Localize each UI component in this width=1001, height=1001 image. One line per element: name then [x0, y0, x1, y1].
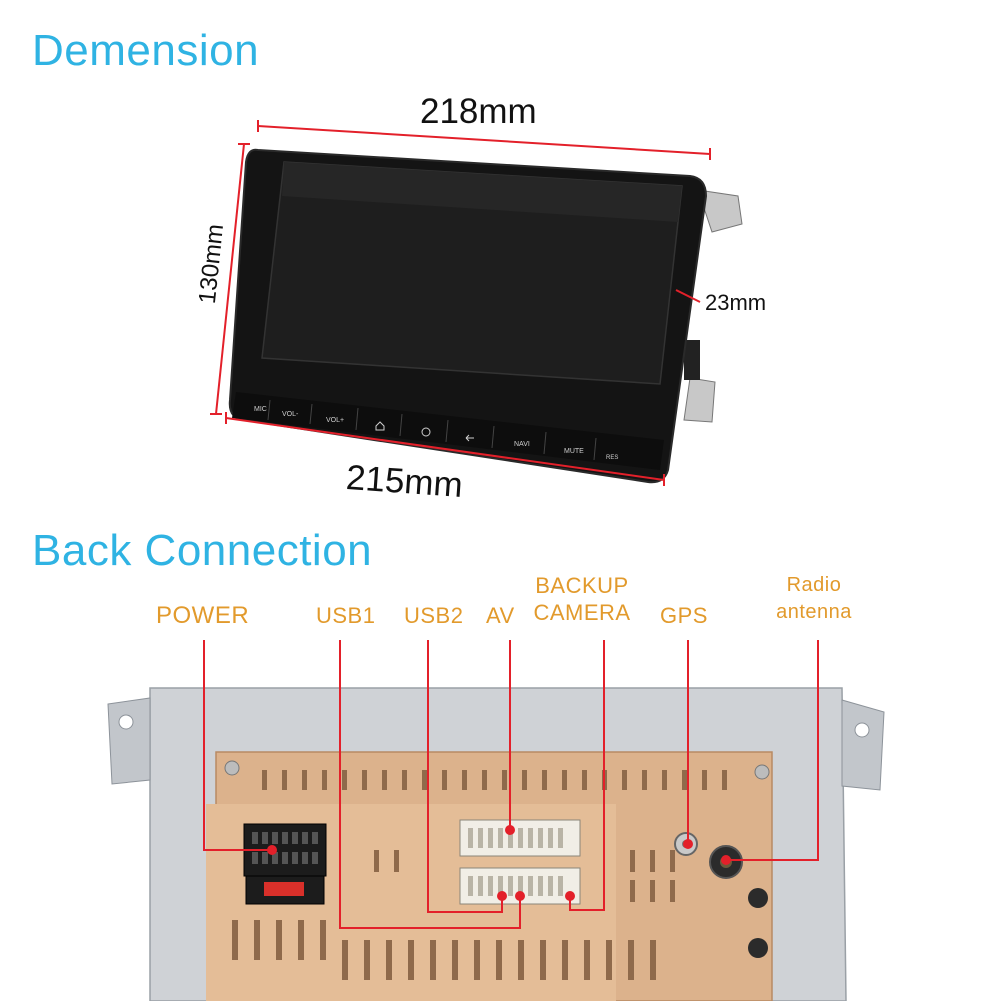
radio-label-line1: Radio — [786, 574, 842, 596]
dimension-lines — [210, 120, 711, 486]
vol-down-button-label: VOL- — [282, 411, 299, 418]
res-button-label: RES — [606, 455, 618, 461]
backup-camera-label-line2: CAMERA — [533, 600, 631, 625]
power-port-label: POWER — [156, 602, 250, 629]
head-unit: MIC VOL- VOL+ NAVI MUTE RES — [228, 148, 743, 484]
fuse — [264, 882, 304, 896]
back-chassis — [107, 687, 885, 1001]
radio-antenna-port-label: Radio antenna — [768, 572, 860, 626]
backup-camera-label-line1: BACKUP — [535, 573, 629, 598]
radio-label-line2: antenna — [776, 601, 852, 623]
callout-dots — [267, 825, 731, 901]
vol-up-button-label: VOL+ — [326, 417, 344, 424]
navi-button-label: NAVI — [514, 441, 530, 448]
gps-port-label: GPS — [660, 603, 708, 628]
mute-button-label: MUTE — [564, 448, 584, 455]
av-port-label: AV — [486, 603, 515, 628]
power-icon — [421, 427, 431, 437]
dimension-heading: Demension — [32, 26, 260, 75]
mic-button-label: MIC — [254, 406, 267, 413]
usb2-port-label: USB2 — [404, 603, 464, 628]
home-icon — [375, 421, 385, 431]
depth-label: 23mm — [705, 290, 767, 315]
callout-lines — [203, 640, 819, 929]
back-icon — [465, 434, 474, 442]
backup-camera-port-label: BACKUP CAMERA — [530, 572, 634, 626]
width-top-label: 218mm — [420, 92, 537, 131]
back-connection-heading: Back Connection — [32, 526, 373, 575]
usb1-port-label: USB1 — [316, 603, 376, 628]
